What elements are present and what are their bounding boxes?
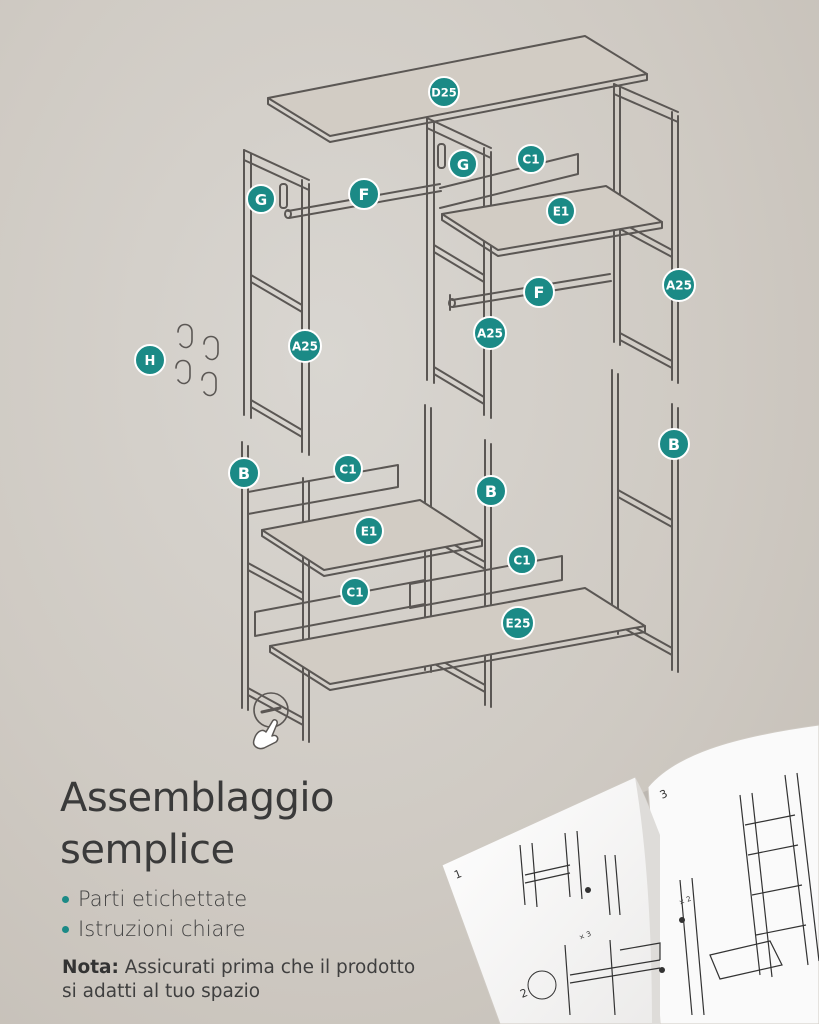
label-d25-badge [428, 76, 460, 108]
right-upper-frame-a25 [613, 83, 679, 384]
manual-right-page [647, 724, 819, 1024]
label-g-center: G [457, 156, 469, 174]
manual-marker-dot [659, 967, 665, 973]
manual-step-3: 3 [658, 787, 670, 802]
label-h-badge [134, 344, 166, 376]
center-upper-frame-a25 [426, 117, 492, 419]
feature-item: Parti etichettate [62, 884, 247, 914]
label-f-upper: F [359, 185, 370, 204]
label-g-left-badge [246, 184, 276, 214]
label-g-center-badge [448, 149, 478, 179]
label-c1-upper: C1 [522, 153, 539, 167]
manual-marker-dot [679, 917, 685, 923]
label-f-lower-badge [523, 276, 555, 308]
label-f-lower: F [534, 283, 545, 302]
feature-item: Istruzioni chiare [62, 914, 247, 944]
label-a25-left-badge [288, 329, 322, 363]
label-e1-middle-badge [354, 516, 384, 546]
label-c1-left: C1 [346, 586, 363, 600]
manual-left-page [441, 776, 661, 1024]
label-e25: E25 [506, 617, 531, 631]
label-b-center-badge [475, 475, 507, 507]
label-c1-lower-back-badge [333, 454, 363, 484]
label-e1-upper-badge [546, 196, 576, 226]
instruction-manual-image: 1 2 3 × 3 × 2 [441, 724, 819, 1024]
label-e1-upper: E1 [553, 205, 570, 219]
heading-line-1: Assemblaggio [60, 775, 335, 821]
manual-step-1: 1 [452, 867, 463, 882]
hooks-h [175, 323, 219, 397]
note-text: Assicurati prima che il prodotto si adat… [62, 957, 416, 1002]
manual-step-2: 2 [518, 986, 529, 1001]
label-b-left: B [238, 464, 250, 483]
lower-back-panel-c1 [247, 464, 399, 515]
label-e25-badge [501, 606, 535, 640]
label-b-left-badge [228, 457, 260, 489]
heading-line-2: semplice [60, 827, 235, 873]
label-c1-upper-badge [516, 144, 546, 174]
label-b-center: B [485, 482, 497, 501]
label-a25-right: A25 [666, 279, 692, 293]
label-d25: D25 [431, 86, 457, 100]
heading: Assemblaggio semplice [60, 772, 335, 876]
label-c1-lower-back: C1 [339, 463, 356, 477]
bottom-shelf-e25 [269, 587, 646, 691]
feature-list: Parti etichettate Istruzioni chiare [62, 884, 247, 944]
g-hook-center [437, 143, 446, 169]
note: Nota: Assicurati prima che il prodotto s… [62, 956, 422, 1004]
manual-marker-dot [585, 887, 591, 893]
label-c1-right: C1 [513, 554, 530, 568]
label-f-upper-badge [348, 178, 380, 210]
label-a25-center: A25 [477, 327, 503, 341]
note-label: Nota: [62, 957, 119, 978]
label-c1-right-badge [507, 545, 537, 575]
label-a25-right-badge [662, 268, 696, 302]
pointing-hand-icon [252, 719, 279, 750]
label-e1-middle: E1 [361, 525, 378, 539]
label-a25-left: A25 [292, 340, 318, 354]
label-b-right-badge [658, 428, 690, 460]
left-upper-frame-a25 [243, 149, 310, 456]
label-g-left: G [255, 191, 267, 209]
upper-back-panel-c1 [439, 153, 579, 209]
g-hook-left [279, 183, 288, 209]
label-h: H [145, 354, 156, 369]
label-c1-left-badge [340, 577, 370, 607]
label-a25-center-badge [473, 316, 507, 350]
label-b-right: B [668, 435, 680, 454]
